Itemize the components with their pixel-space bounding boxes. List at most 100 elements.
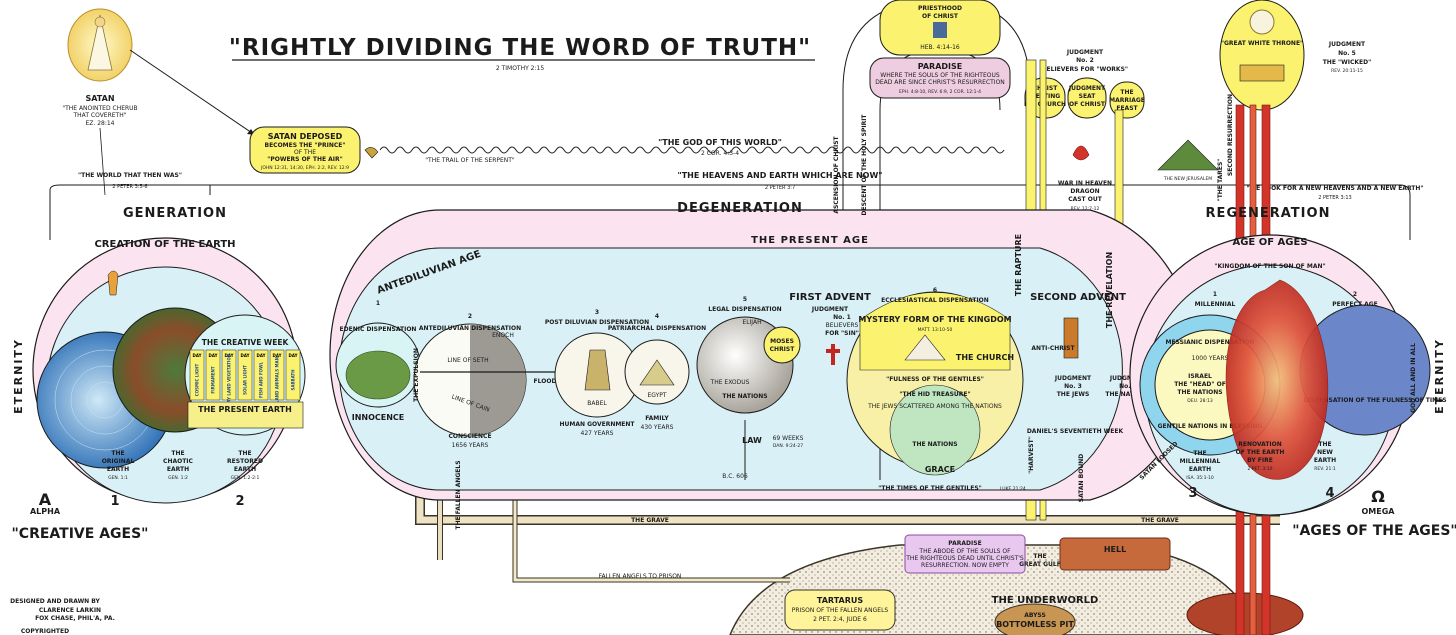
judgment3: No. 3 [1064, 383, 1082, 390]
renovation: RENOVATION [1238, 441, 1282, 448]
tartarus-box [784, 589, 896, 631]
title-block: "RIGHTLY DIVIDING THE WORD OF TRUTH" 2 T… [229, 35, 815, 72]
judgment1: FOR "SIN" [825, 330, 859, 337]
world-that-was-ref: 2 PETER 3:5-6 [112, 184, 147, 190]
serpent-trail: "THE TRAIL OF THE SERPENT" "THE GOD OF T… [379, 138, 1005, 164]
heavens-now-ref: 2 PETER 3:7 [765, 185, 795, 191]
satan-figure: SATAN "THE ANOINTED CHERUB THAT COVERETH… [62, 8, 256, 196]
present-earth-label: THE PRESENT EARTH [198, 405, 292, 414]
priest-icon [933, 22, 947, 38]
dispensation-4-sub: FAMILY [645, 415, 669, 422]
judgment-seat: JUDGMENT [1068, 85, 1106, 92]
antichrist-label: ANTI-CHRIST [1031, 345, 1075, 352]
tares-label: "THE TARES" [1217, 159, 1224, 202]
war-in-heaven: CAST OUT [1068, 196, 1103, 203]
dispensation-6-name: ECCLESIASTICAL DISPENSATION [881, 297, 989, 304]
dispensation-5-name: LEGAL DISPENSATION [708, 306, 781, 313]
fire-renovation [1225, 279, 1329, 480]
new-earth-ref: REV. 21:1 [1314, 466, 1336, 472]
millennial-earth: EARTH [1189, 466, 1211, 473]
judgment3: JUDGMENT [1054, 375, 1092, 382]
satan-deposed-line: "POWERS OF THE AIR" [267, 156, 343, 163]
creative-day-label: DAY [225, 353, 234, 358]
creative-day-name: FIRMAMENT [211, 366, 216, 393]
heavens-now-label: "THE HEAVENS AND EARTH WHICH ARE NOW" [678, 171, 883, 180]
revelation-label: THE REVELATION [1105, 252, 1114, 328]
judgment5-title: JUDGMENT [1328, 41, 1366, 48]
israel-head: ISRAEL [1188, 373, 1212, 380]
priesthood-title: PRIESTHOOD [918, 5, 962, 12]
dispensation-2-num: 2 [468, 313, 472, 320]
paradise-top-title: PARADISE [918, 62, 963, 71]
war-in-heaven: WAR IN HEAVEN [1058, 180, 1112, 187]
world-that-was-label: "THE WORLD THAT THEN WAS" [78, 172, 182, 179]
judgment5-title: THE "WICKED" [1323, 59, 1372, 66]
credits: DESIGNED AND DRAWN BY CLARENCE LARKIN FO… [10, 598, 115, 635]
second-advent: SECOND ADVENT ANTI-CHRIST JUDGMENT No. 3… [1027, 292, 1151, 435]
dispensation-6: 6 ECCLESIASTICAL DISPENSATION MYSTERY FO… [846, 287, 1024, 476]
satan-heading: SATAN [85, 94, 114, 103]
priesthood-ref: HEB. 4:14-16 [920, 44, 960, 51]
judgment1: JUDGMENT [811, 306, 849, 313]
mystery-ref: MATT. 13:10-50 [918, 327, 953, 333]
satan-bound-label: SATAN BOUND [1078, 454, 1085, 502]
satan-deposed: SATAN DEPOSED BECOMES THE "PRINCE" OF TH… [249, 126, 379, 174]
paradise-bottom-title: PARADISE [948, 540, 981, 547]
tartarus-title: TARTARUS [817, 596, 864, 605]
marker-2: 2 [235, 494, 244, 509]
dispensation-6-sub: GRACE [925, 465, 955, 474]
omega-symbol: Ω [1371, 487, 1385, 506]
fallen-angels-label: FALLEN ANGELS TO PRISON [599, 573, 682, 580]
marker-3: 3 [1188, 486, 1197, 501]
nations-label-6: THE NATIONS [912, 441, 957, 448]
judgment5-title: No. 5 [1338, 50, 1356, 57]
creation-label: CREATION OF THE EARTH [94, 239, 235, 250]
age-2-num: 2 [1353, 291, 1357, 298]
satan-deposed-line: BECOMES THE "PRINCE" [265, 142, 346, 149]
judgment3: THE JEWS [1057, 391, 1090, 398]
moses-christ: MOSES [770, 338, 794, 345]
egypt-label: EGYPT [647, 392, 666, 399]
judgment5-ref: REV. 20:11-15 [1331, 68, 1363, 74]
earth-1: ORIGINAL [102, 458, 135, 465]
judgment4: No. 4 [1119, 383, 1137, 390]
age-1-years: 1000 YEARS [1192, 355, 1229, 362]
judgment4: JUDGMENT [1109, 375, 1147, 382]
millennial-earth: MILLENNIAL [1180, 458, 1221, 465]
regeneration-circle: REGENERATION AGE OF AGES "KINGDOM OF THE… [1129, 206, 1447, 516]
dispensation-5: MOSES CHRIST 5 LEGAL DISPENSATION ELIJAH… [696, 296, 881, 480]
war-in-heaven-ref: REV. 12:7-12 [1071, 206, 1100, 212]
age-1-num: 1 [1213, 291, 1217, 298]
creative-day-name: FISH AND FOWL [259, 362, 264, 399]
daniels-week: DANIEL'S SEVENTIETH WEEK [1027, 428, 1124, 435]
god-of-world-label: "THE GOD OF THIS WORLD" [658, 138, 782, 147]
paradise-bottom-desc: THE ABODE OF THE SOULS OF [918, 548, 1011, 555]
age-1-name: MILLENNIAL [1195, 301, 1236, 308]
new-heavens-label: "WE LOOK FOR A NEW HEAVENS AND A NEW EAR… [1246, 185, 1423, 192]
renovation: OF THE EARTH [1236, 449, 1285, 456]
judgment2-title: JUDGMENT [1066, 49, 1104, 56]
times-gentiles-ref: LUKE 21:24 [1000, 486, 1026, 492]
dispensation-1-name: EDENIC DISPENSATION [340, 326, 417, 333]
earth-2: THE [171, 450, 184, 457]
age-of-ages-label: AGE OF AGES [1232, 237, 1307, 248]
abyss-label: BOTTOMLESS PIT [996, 620, 1074, 629]
age-2-name: PERFECT AGE [1332, 301, 1378, 308]
marker-1: 1 [110, 494, 119, 509]
priesthood-column: PRIESTHOOD OF CHRIST HEB. 4:14-16 PARADI… [842, 0, 1031, 520]
church-icon [904, 334, 946, 361]
omega-name: OMEGA [1362, 507, 1396, 516]
creative-day-label: DAY [289, 353, 298, 358]
angel-icon [107, 270, 119, 296]
creative-day-cell [237, 349, 253, 401]
creative-day-cell [221, 349, 237, 401]
dispensation-4: 4 PATRIARCHAL DISPENSATION EGYPT FAMILY … [608, 313, 706, 431]
judgment-seat: OF CHRIST [1069, 101, 1106, 108]
god-of-world-ref: 2 COR. 4:3-4 [701, 150, 739, 157]
dispensation-4-name: PATRIARCHAL DISPENSATION [608, 325, 706, 332]
paradise-bottom-desc: THE RIGHTEOUS DEAD UNTIL CHRIST'S [905, 555, 1024, 562]
generation-circle: GENERATION CREATION OF THE EARTH THE CRE… [32, 206, 306, 504]
satan-desc: THAT COVERETH" [73, 112, 127, 119]
generation-label: GENERATION [123, 206, 227, 221]
satan-desc: "THE ANOINTED CHERUB [62, 105, 137, 112]
